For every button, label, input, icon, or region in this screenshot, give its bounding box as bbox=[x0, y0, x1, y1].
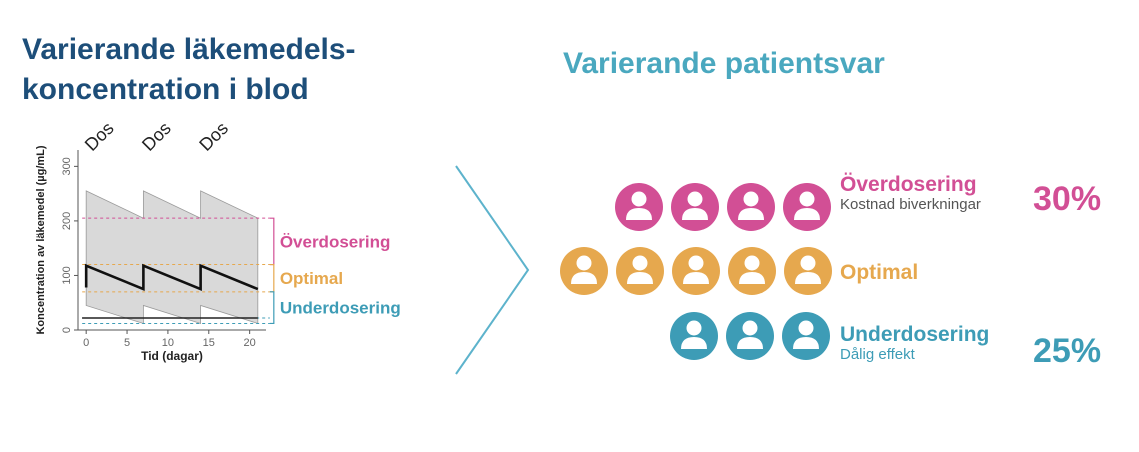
dose-label-2: Dos bbox=[195, 120, 232, 155]
median-concentration-line bbox=[84, 263, 259, 292]
overdose-label: Överdosering bbox=[840, 173, 977, 196]
zone-label-overdose: Överdosering bbox=[280, 232, 391, 251]
overdose-people-row bbox=[615, 183, 831, 231]
person-icon bbox=[783, 183, 831, 231]
x-tick-label-15: 15 bbox=[203, 337, 215, 349]
zone-label-underdose: Underdosering bbox=[280, 299, 401, 318]
person-icon bbox=[672, 247, 720, 295]
zone-bracket-0 bbox=[269, 217, 275, 266]
x-tick-label-20: 20 bbox=[244, 337, 256, 349]
underdose-people-row bbox=[670, 312, 830, 360]
dose-label-1: Dos bbox=[138, 120, 175, 155]
underdose-sublabel: Dålig effekt bbox=[840, 346, 915, 363]
person-icon bbox=[616, 247, 664, 295]
person-icon bbox=[728, 247, 776, 295]
left-title: Varierande läkemedels- koncentration i b… bbox=[22, 33, 356, 106]
y-tick-label-100: 100 bbox=[61, 266, 73, 284]
zone-bracket-2 bbox=[269, 291, 275, 325]
x-tick-label-10: 10 bbox=[162, 337, 174, 349]
x-tick-label-0: 0 bbox=[83, 337, 89, 349]
person-icon bbox=[671, 183, 719, 231]
variability-band bbox=[85, 190, 259, 324]
person-icon bbox=[727, 183, 775, 231]
person-icon bbox=[726, 312, 774, 360]
optimal-people-row bbox=[560, 247, 832, 295]
chevron-shape bbox=[455, 165, 530, 375]
overdose-percent: 30% bbox=[1033, 180, 1102, 218]
overdose-label-block: Överdosering Kostnad biverkningar bbox=[840, 174, 981, 214]
right-title: Varierande patientsvar bbox=[563, 47, 885, 80]
x-tick-label-5: 5 bbox=[124, 337, 130, 349]
dose-label-0: Dos bbox=[81, 120, 118, 155]
chevron-divider bbox=[455, 165, 530, 375]
x-axis-label: Tid (dagar) bbox=[141, 349, 203, 363]
person-icon bbox=[670, 312, 718, 360]
underdose-percent: 25% bbox=[1033, 332, 1102, 370]
y-tick-label-300: 300 bbox=[61, 157, 73, 175]
y-axis-label: Koncentration av läkemedel (µg/mL) bbox=[35, 145, 47, 334]
underdose-label-block: Underdosering Dålig effekt bbox=[840, 324, 989, 364]
person-icon bbox=[560, 247, 608, 295]
underdose-label: Underdosering bbox=[840, 323, 990, 346]
zone-label-optimal: Optimal bbox=[280, 269, 343, 288]
person-icon bbox=[615, 183, 663, 231]
y-tick-label-200: 200 bbox=[61, 212, 73, 230]
person-icon bbox=[782, 312, 830, 360]
person-icon bbox=[784, 247, 832, 295]
y-tick-label-0: 0 bbox=[61, 327, 73, 333]
optimal-label: Optimal bbox=[840, 261, 919, 284]
zone-bracket-1 bbox=[269, 263, 275, 293]
overdose-sublabel: Kostnad biverkningar bbox=[840, 196, 981, 213]
